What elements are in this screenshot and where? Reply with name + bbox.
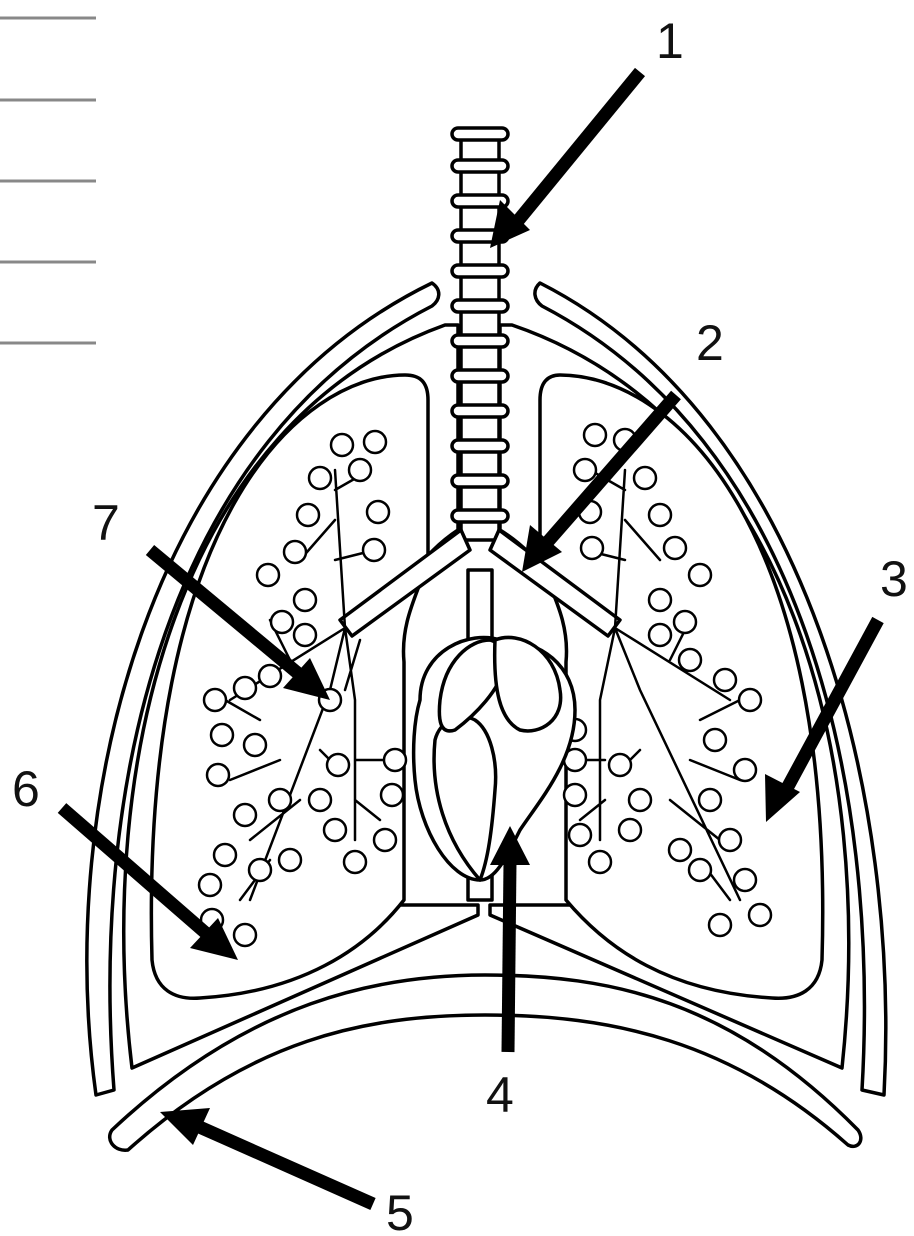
arrow-5: [195, 1125, 373, 1204]
label-2: 2: [696, 315, 724, 371]
label-1: 1: [656, 13, 684, 69]
arrow-1: [517, 72, 640, 222]
label-7: 7: [92, 495, 120, 551]
heart-icon: [414, 570, 575, 900]
arrow-4: [508, 862, 510, 1052]
trachea-icon: [452, 128, 508, 540]
label-3: 3: [880, 551, 908, 607]
answer-blanks: [0, 18, 96, 343]
label-4: 4: [486, 1067, 514, 1123]
label-5: 5: [386, 1185, 414, 1236]
label-6: 6: [12, 761, 40, 817]
